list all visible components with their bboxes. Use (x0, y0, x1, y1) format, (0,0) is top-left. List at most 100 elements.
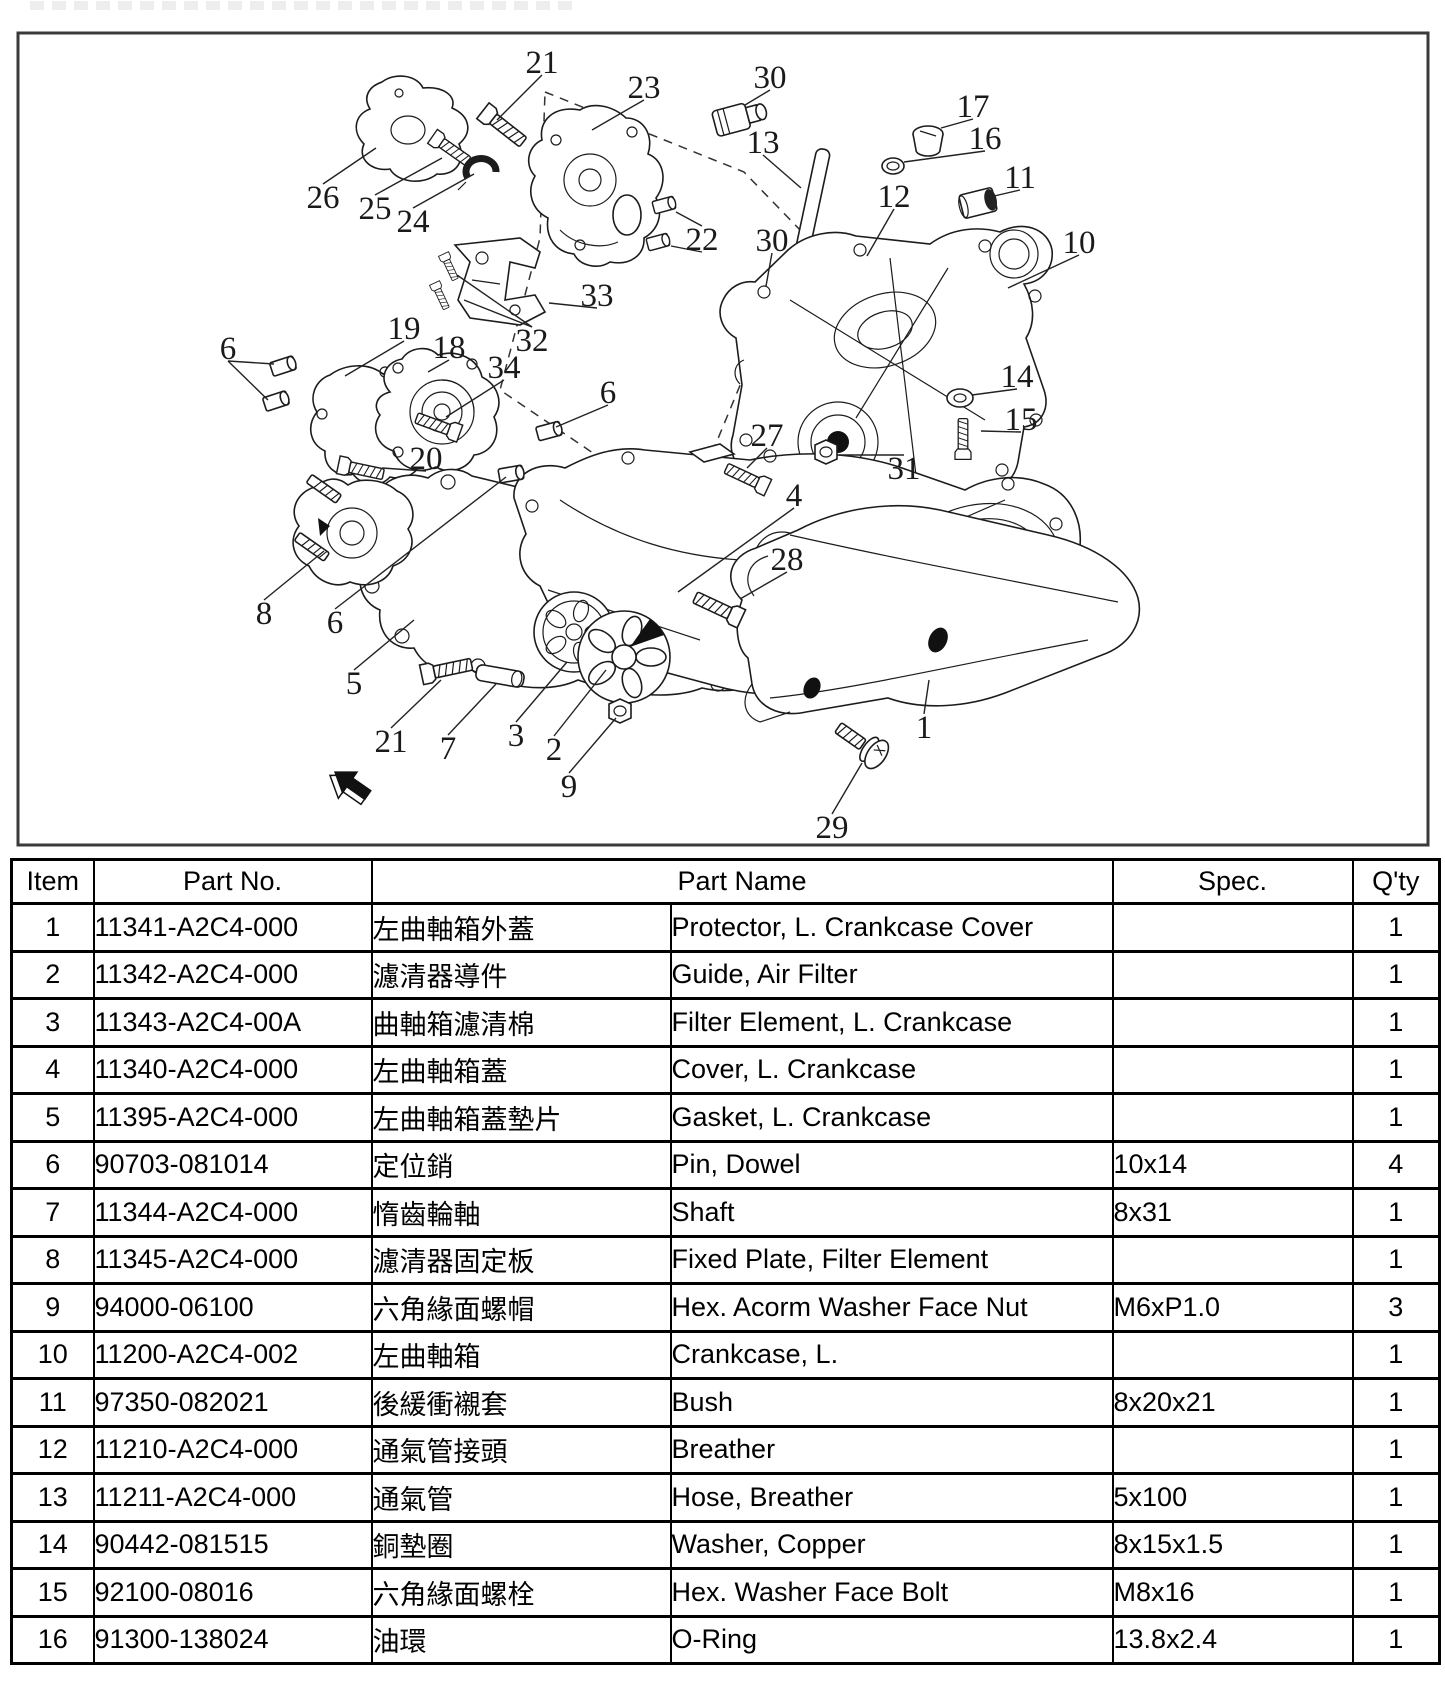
cell-item: 1 (10, 902, 95, 953)
cell-part-name-zh: 左曲軸箱蓋墊片 (370, 1092, 672, 1143)
cell-part-name-zh: 左曲軸箱外蓋 (370, 902, 672, 953)
cell-part-name-zh: 六角緣面螺栓 (370, 1567, 672, 1618)
cell-spec: 8x15x1.5 (1111, 1519, 1354, 1570)
callout-label-26: 26 (307, 180, 340, 216)
callout-leader-30 (765, 252, 773, 287)
part-shaft (475, 664, 525, 688)
callout-label-21: 21 (375, 724, 408, 760)
cell-part-name-en: Filter Element, L. Crankcase (669, 997, 1114, 1048)
part-protector (730, 504, 1141, 723)
cell-qty: 1 (1351, 902, 1441, 953)
callout-leader-18 (427, 359, 450, 373)
callout-leader-28 (739, 571, 788, 600)
table-row: 4 11340-A2C4-000 左曲軸箱蓋 Cover, L. Crankca… (10, 1044, 1441, 1095)
part-copper-washer (946, 388, 974, 408)
cell-spec (1111, 1329, 1354, 1380)
cell-qty: 1 (1351, 1329, 1441, 1380)
table-row: 13 11211-A2C4-000 通氣管 Hose, Breather 5x1… (10, 1472, 1441, 1523)
callout-leader-25 (374, 157, 443, 196)
col-header-spec: Spec. (1111, 858, 1354, 905)
cell-item: 7 (10, 1187, 95, 1238)
callout-label-31: 31 (888, 451, 921, 487)
callout-leader-13 (762, 154, 802, 189)
part-cap (912, 125, 944, 157)
cell-qty: 1 (1351, 1614, 1441, 1665)
callout-leader-21 (390, 679, 442, 729)
cell-part-name-zh: 惰齒輪軸 (370, 1187, 672, 1238)
cell-spec (1111, 1092, 1354, 1143)
col-header-qty: Q'ty (1351, 858, 1441, 905)
callout-label-23: 23 (628, 70, 661, 106)
cell-qty: 1 (1351, 1044, 1441, 1095)
callout-leader-9 (568, 717, 617, 774)
table-row: 2 11342-A2C4-000 濾清器導件 Guide, Air Filter… (10, 949, 1441, 1000)
cell-part-no: 11211-A2C4-000 (92, 1472, 373, 1523)
cell-spec: M8x16 (1111, 1567, 1354, 1618)
callout-leader-12 (866, 208, 895, 257)
cell-spec: M6xP1.0 (1111, 1282, 1354, 1333)
cell-qty: 4 (1351, 1139, 1441, 1190)
cell-spec (1111, 1234, 1354, 1285)
cell-part-name-en: Crankcase, L. (669, 1329, 1114, 1380)
cell-part-no: 90703-081014 (92, 1139, 373, 1190)
callout-label-6: 6 (327, 605, 344, 641)
cell-item: 15 (10, 1567, 95, 1618)
cell-spec: 13.8x2.4 (1111, 1614, 1354, 1665)
callout-leader-24 (412, 173, 475, 209)
cell-part-no: 11210-A2C4-000 (92, 1424, 373, 1475)
callout-label-29: 29 (816, 810, 849, 846)
cell-qty: 1 (1351, 997, 1441, 1048)
cell-spec (1111, 1424, 1354, 1475)
callout-label-28: 28 (771, 542, 804, 578)
callout-leader-14 (971, 388, 1018, 396)
col-header-part-no: Part No. (92, 858, 373, 905)
cell-part-name-en: Bush (669, 1377, 1114, 1428)
cell-part-no: 92100-08016 (92, 1567, 373, 1618)
cell-spec (1111, 949, 1354, 1000)
table-row: 8 11345-A2C4-000 濾清器固定板 Fixed Plate, Fil… (10, 1234, 1441, 1285)
part-cover-protector-plate (355, 75, 469, 182)
cell-part-name-en: Cover, L. Crankcase (669, 1044, 1114, 1095)
col-header-part-name: Part Name (370, 858, 1114, 905)
part-fixed-plate (292, 474, 414, 586)
callout-leader-1 (923, 679, 930, 715)
callout-leader-2 (553, 669, 607, 737)
callout-label-22: 22 (686, 222, 719, 258)
col-header-item: Item (10, 858, 95, 905)
cell-part-name-zh: 後緩衝襯套 (370, 1377, 672, 1428)
cell-part-no: 91300-138024 (92, 1614, 373, 1665)
cell-part-no: 11341-A2C4-000 (92, 902, 373, 953)
callout-leader-29 (831, 762, 863, 815)
callout-label-3: 3 (508, 718, 525, 754)
callout-label-21: 21 (526, 45, 559, 81)
table-row: 1 11341-A2C4-000 左曲軸箱外蓋 Protector, L. Cr… (10, 902, 1441, 953)
table-row: 15 92100-08016 六角緣面螺栓 Hex. Washer Face B… (10, 1567, 1441, 1618)
part-screw-29 (834, 722, 890, 770)
cell-qty: 1 (1351, 1234, 1441, 1285)
table-row: 14 90442-081515 銅墊圈 Washer, Copper 8x15x… (10, 1519, 1441, 1570)
cell-part-name-en: Washer, Copper (669, 1519, 1114, 1570)
callout-label-9: 9 (561, 769, 578, 805)
callout-leader-21 (496, 74, 543, 121)
cell-item: 2 (10, 949, 95, 1000)
callout-label-8: 8 (256, 596, 273, 632)
exploded-diagram: 2123301716131112262524223010331918323462… (16, 31, 1430, 847)
cell-part-no: 11200-A2C4-002 (92, 1329, 373, 1380)
cell-part-no: 11395-A2C4-000 (92, 1092, 373, 1143)
callout-leader-15 (980, 430, 1022, 433)
cell-part-no: 11343-A2C4-00A (92, 997, 373, 1048)
callout-leader-19 (344, 340, 405, 377)
part-bush (958, 187, 998, 219)
cell-part-name-en: Gasket, L. Crankcase (669, 1092, 1114, 1143)
cell-part-no: 11345-A2C4-000 (92, 1234, 373, 1285)
cell-part-name-zh: 通氣管接頭 (370, 1424, 672, 1475)
callout-label-11: 11 (1004, 160, 1036, 196)
cell-qty: 1 (1351, 1519, 1441, 1570)
callout-leader-22 (675, 211, 703, 227)
cell-item: 9 (10, 1282, 95, 1333)
part-kick-cover (527, 104, 664, 267)
cell-qty: 3 (1351, 1282, 1441, 1333)
callout-label-32: 32 (516, 323, 549, 359)
cell-part-name-zh: 曲軸箱濾清棉 (370, 997, 672, 1048)
callout-leader-6 (227, 360, 269, 401)
